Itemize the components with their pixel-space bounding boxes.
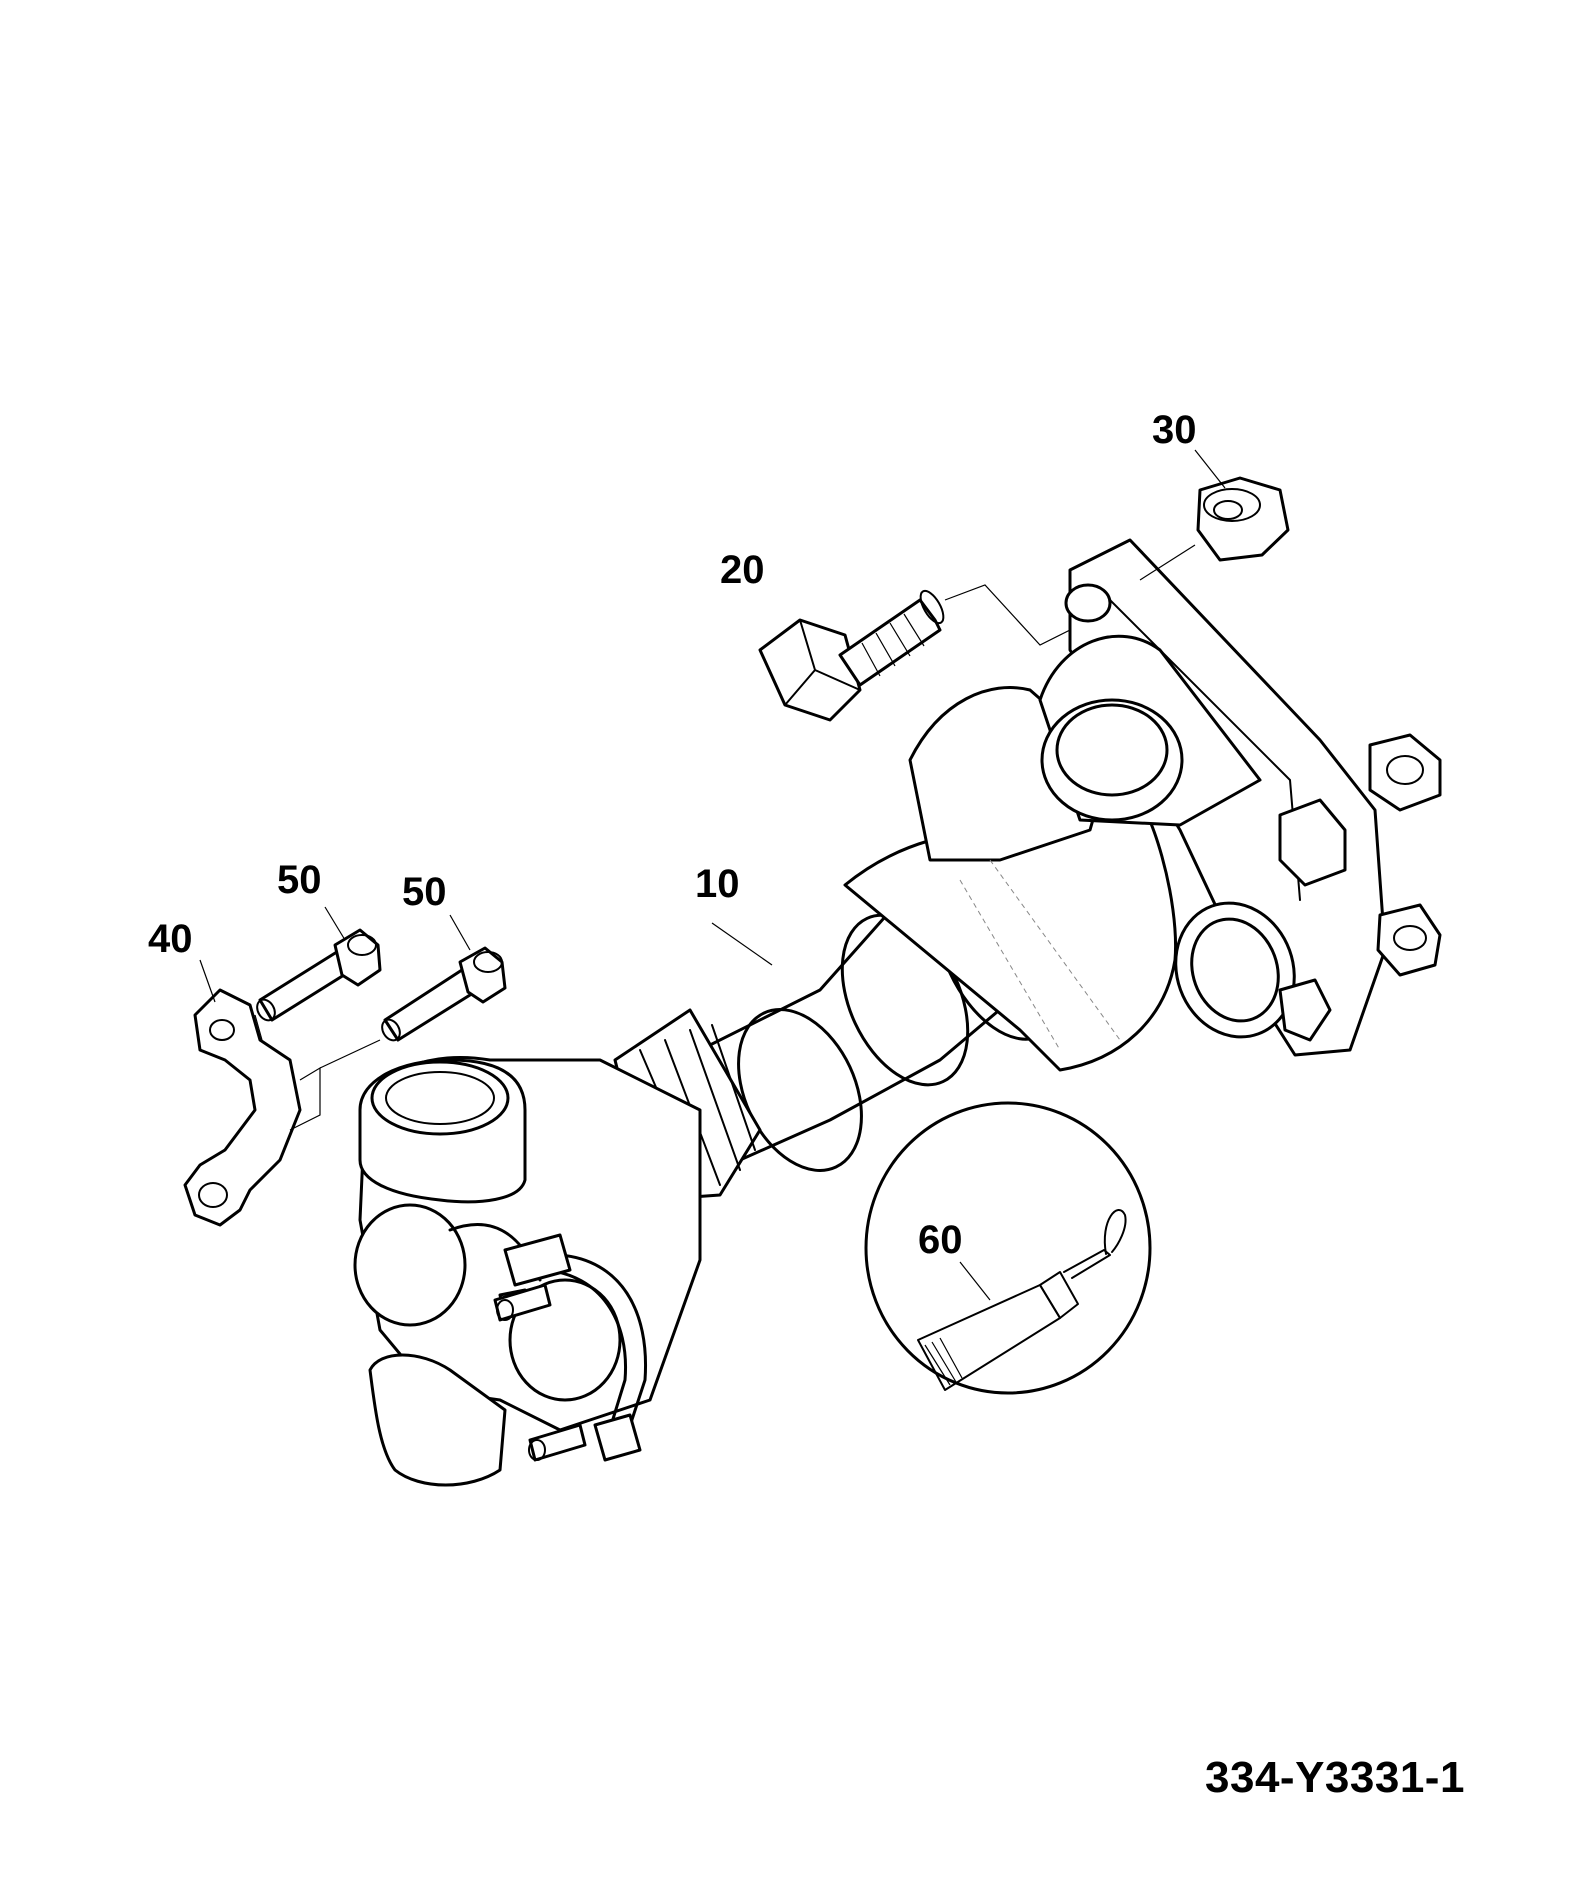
callout-leaders [199, 449, 1226, 1301]
callout-10: 10 [695, 862, 740, 906]
part-30-nut [1196, 476, 1290, 562]
callout-60: 60 [918, 1218, 963, 1262]
part-10-drive-shaft [353, 538, 1442, 1487]
assembly-lines [254, 544, 1196, 1131]
callout-30: 30 [1152, 408, 1197, 452]
callout-40: 40 [148, 917, 193, 961]
part-50-screw-right [381, 946, 507, 1042]
callout-50-right: 50 [402, 870, 447, 914]
part-50-screw-left [256, 928, 382, 1022]
callout-20: 20 [720, 548, 765, 592]
part-40-strap [183, 988, 302, 1227]
drawing-id-label: 334-Y3331-1 [1205, 1753, 1465, 1802]
part-20-bolt [758, 589, 945, 722]
callout-50-left: 50 [277, 858, 322, 902]
part-60-grease-tube [864, 1101, 1152, 1395]
